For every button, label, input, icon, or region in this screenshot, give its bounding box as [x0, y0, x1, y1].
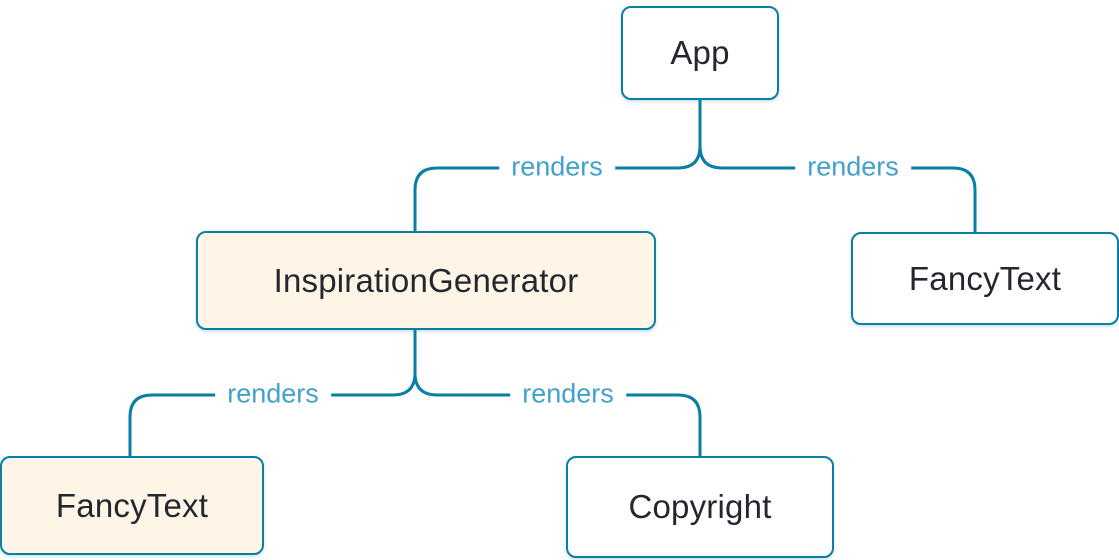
node-app-label: App [670, 34, 730, 71]
node-copyright-label: Copyright [628, 488, 772, 525]
node-app: App [621, 6, 779, 100]
edge-app-to-fancytext [698, 144, 977, 234]
node-fancytext-bottom: FancyText [0, 456, 264, 555]
edge-label-renders: renders [215, 378, 331, 410]
node-copyright: Copyright [566, 456, 834, 558]
node-fancytext-top-label: FancyText [908, 259, 1062, 297]
node-inspiration-generator-label: InspirationGenerator [273, 261, 579, 299]
edge-inspirationgenerator-to-copyright [413, 371, 702, 458]
node-inspiration-generator: InspirationGenerator [196, 231, 656, 330]
edge-label-renders: renders [499, 151, 615, 183]
edge-label-renders: renders [795, 151, 911, 183]
node-fancytext-bottom-label: FancyText [55, 486, 209, 524]
edge-label-renders: renders [510, 378, 626, 410]
node-fancytext-top: FancyText [851, 232, 1119, 325]
